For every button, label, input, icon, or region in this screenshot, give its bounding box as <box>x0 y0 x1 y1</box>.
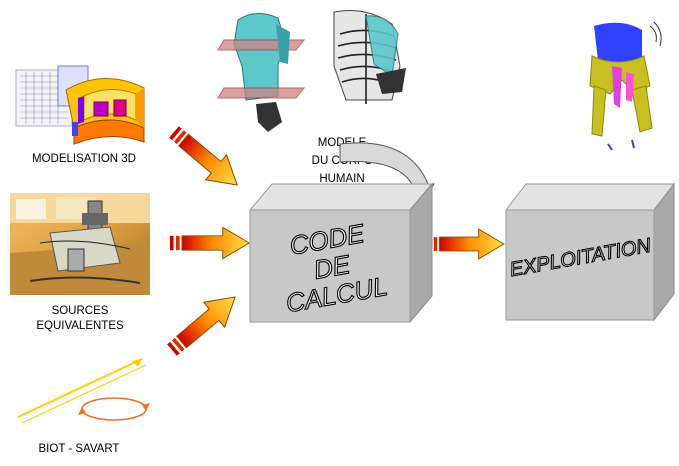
body-field-map-image <box>589 21 662 151</box>
code-de-calcul-box: CODE DE CALCUL <box>248 182 434 324</box>
magnet-model-image <box>15 65 145 145</box>
corps-label-line3: HUMAIN <box>319 173 365 185</box>
sources-label-line1: SOURCES <box>51 305 109 317</box>
arrow-code-to-exploitation <box>427 228 505 260</box>
arrow-sources <box>169 226 250 260</box>
arrow-biot <box>161 284 247 363</box>
lab-sources-photo <box>10 193 150 295</box>
human-body-model-image <box>217 10 406 132</box>
biot-label: BIOT - SAVART <box>38 443 120 455</box>
code-box-line2: DE <box>311 249 352 285</box>
exploitation-box: EXPLOITATION <box>504 182 676 322</box>
biot-savart-sketch <box>17 358 150 424</box>
modelisation-label: MODELISATION 3D <box>32 153 136 165</box>
sources-label-line2: EQUIVALENTES <box>36 320 124 332</box>
arrow-modelisation <box>163 119 249 198</box>
